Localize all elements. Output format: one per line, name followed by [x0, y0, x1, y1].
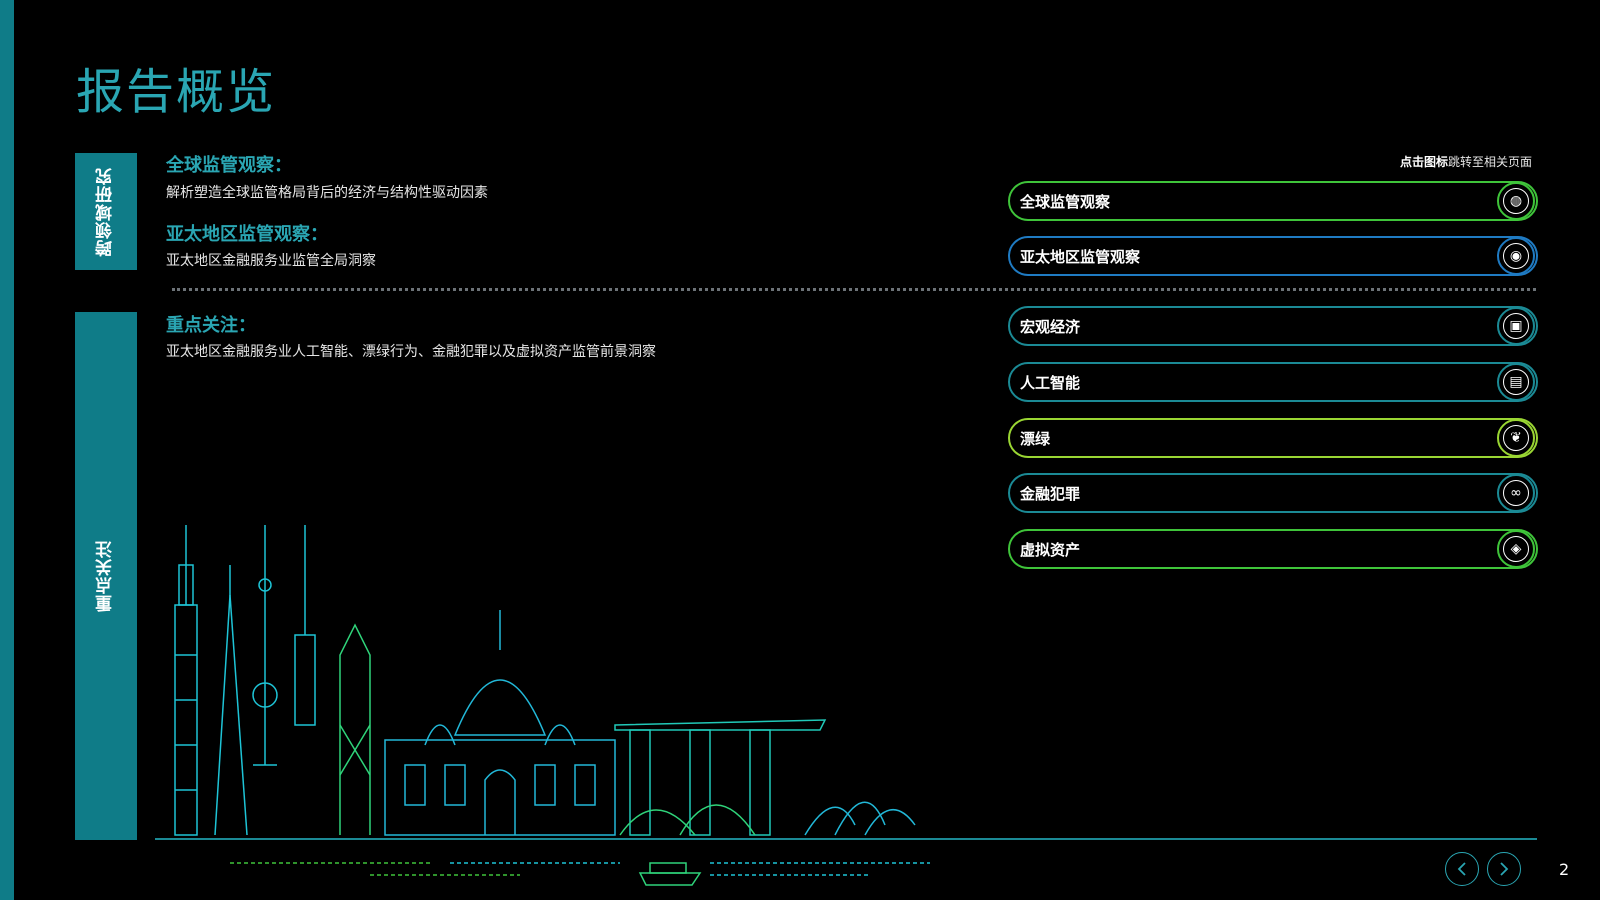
side-label-focus-text: 重点关注	[95, 540, 116, 612]
side-label-focus: 重点关注	[75, 312, 137, 840]
left-accent-strip	[0, 0, 14, 900]
section-text-global: 解析塑造全球监管格局背后的经济与结构性驱动因素	[166, 185, 488, 201]
page-number: 2	[1559, 860, 1570, 879]
topic-button-macro[interactable]: 宏观经济 ▣	[1008, 306, 1538, 346]
topic-label: 全球监管观察	[1020, 192, 1111, 211]
handcuffs-icon[interactable]: ∞	[1497, 474, 1535, 512]
chevron-left-icon	[1457, 862, 1466, 876]
ground-line	[155, 838, 1537, 840]
section-text-focus: 亚太地区金融服务业人工智能、漂绿行为、金融犯罪以及虚拟资产监管前景洞察	[166, 344, 656, 360]
topic-label: 宏观经济	[1020, 317, 1081, 336]
money-icon[interactable]: ▣	[1497, 307, 1535, 345]
section-heading-global: 全球监管观察：	[166, 155, 292, 176]
topic-button-apac[interactable]: 亚太地区监管观察 ◉	[1008, 236, 1538, 276]
hint-bold: 点击图标	[1399, 155, 1448, 169]
topic-button-greenwashing[interactable]: 漂绿 ❦	[1008, 418, 1538, 458]
navigation-hint: 点击图标跳转至相关页面	[1400, 153, 1532, 170]
topic-label: 漂绿	[1020, 429, 1051, 448]
topic-button-financial-crime[interactable]: 金融犯罪 ∞	[1008, 473, 1538, 513]
topic-label: 金融犯罪	[1020, 484, 1081, 503]
side-label-cross-domain: 跨领域研究	[75, 153, 137, 270]
topic-label: 人工智能	[1020, 373, 1081, 392]
crypto-coin-icon[interactable]: ◈	[1497, 530, 1535, 568]
asia-pacific-skyline-illustration	[174, 525, 916, 836]
eye-icon[interactable]: ◉	[1497, 237, 1535, 275]
section-heading-apac: 亚太地区监管观察：	[166, 224, 328, 245]
robot-icon[interactable]: ▤	[1497, 363, 1535, 401]
next-page-button[interactable]	[1487, 852, 1521, 886]
globe-icon[interactable]: ◍	[1497, 182, 1535, 220]
topic-button-global[interactable]: 全球监管观察 ◍	[1008, 181, 1538, 221]
hint-rest: 跳转至相关页面	[1447, 155, 1532, 169]
topic-button-ai[interactable]: 人工智能 ▤	[1008, 362, 1538, 402]
topic-button-virtual-assets[interactable]: 虚拟资产 ◈	[1008, 529, 1538, 569]
previous-page-button[interactable]	[1445, 852, 1479, 886]
topic-label: 虚拟资产	[1020, 540, 1081, 559]
page-title: 报告概览	[76, 64, 277, 120]
topic-label: 亚太地区监管观察	[1020, 247, 1141, 266]
side-label-cross-domain-text: 跨领域研究	[95, 166, 116, 257]
section-text-apac: 亚太地区金融服务业监管全局洞察	[166, 253, 376, 269]
leaf-hand-icon[interactable]: ❦	[1497, 419, 1535, 457]
chevron-right-icon	[1500, 862, 1509, 876]
water-reflection-illustration	[230, 862, 930, 886]
section-divider	[172, 288, 1536, 291]
section-heading-focus: 重点关注：	[166, 315, 256, 336]
